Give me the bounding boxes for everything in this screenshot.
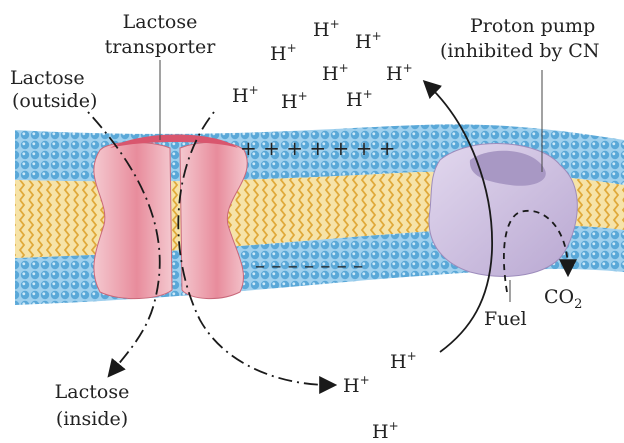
proton: H+: [346, 87, 373, 111]
lactose-inside-label-line2: (inside): [56, 408, 128, 430]
lactose-transporter-label-line2: transporter: [105, 36, 217, 58]
inner-charge-row: – – – – – – –: [255, 253, 363, 277]
lactose-outside-label-line1: Lactose: [10, 67, 85, 89]
co2-subscript: 2: [574, 297, 582, 312]
proton: H+: [390, 349, 417, 373]
proton: H+: [232, 83, 259, 107]
lactose-outside-label-line2: (outside): [12, 90, 97, 112]
proton: H+: [322, 61, 349, 85]
transporter-left-half: [94, 142, 172, 298]
fuel-label: Fuel: [484, 308, 527, 330]
outer-charge-row: + + + + + + +: [240, 136, 395, 160]
proton: H+: [386, 61, 413, 85]
proton-pump-label-line1: Proton pump: [470, 15, 595, 37]
proton: H+: [355, 29, 382, 53]
lactose-inside-label-line1: Lactose: [55, 381, 130, 403]
co2-label: CO2: [544, 286, 582, 312]
proton: H+: [343, 373, 370, 397]
lactose-transporter: [94, 135, 247, 299]
proton-pump-label-line2: (inhibited by CN: [440, 40, 599, 62]
proton: H+: [372, 419, 399, 443]
proton: H+: [270, 41, 297, 65]
proton: H+: [281, 89, 308, 113]
lactose-transporter-label-line1: Lactose: [123, 11, 198, 33]
proton: H+: [313, 17, 340, 41]
co2-base: CO: [544, 286, 574, 308]
